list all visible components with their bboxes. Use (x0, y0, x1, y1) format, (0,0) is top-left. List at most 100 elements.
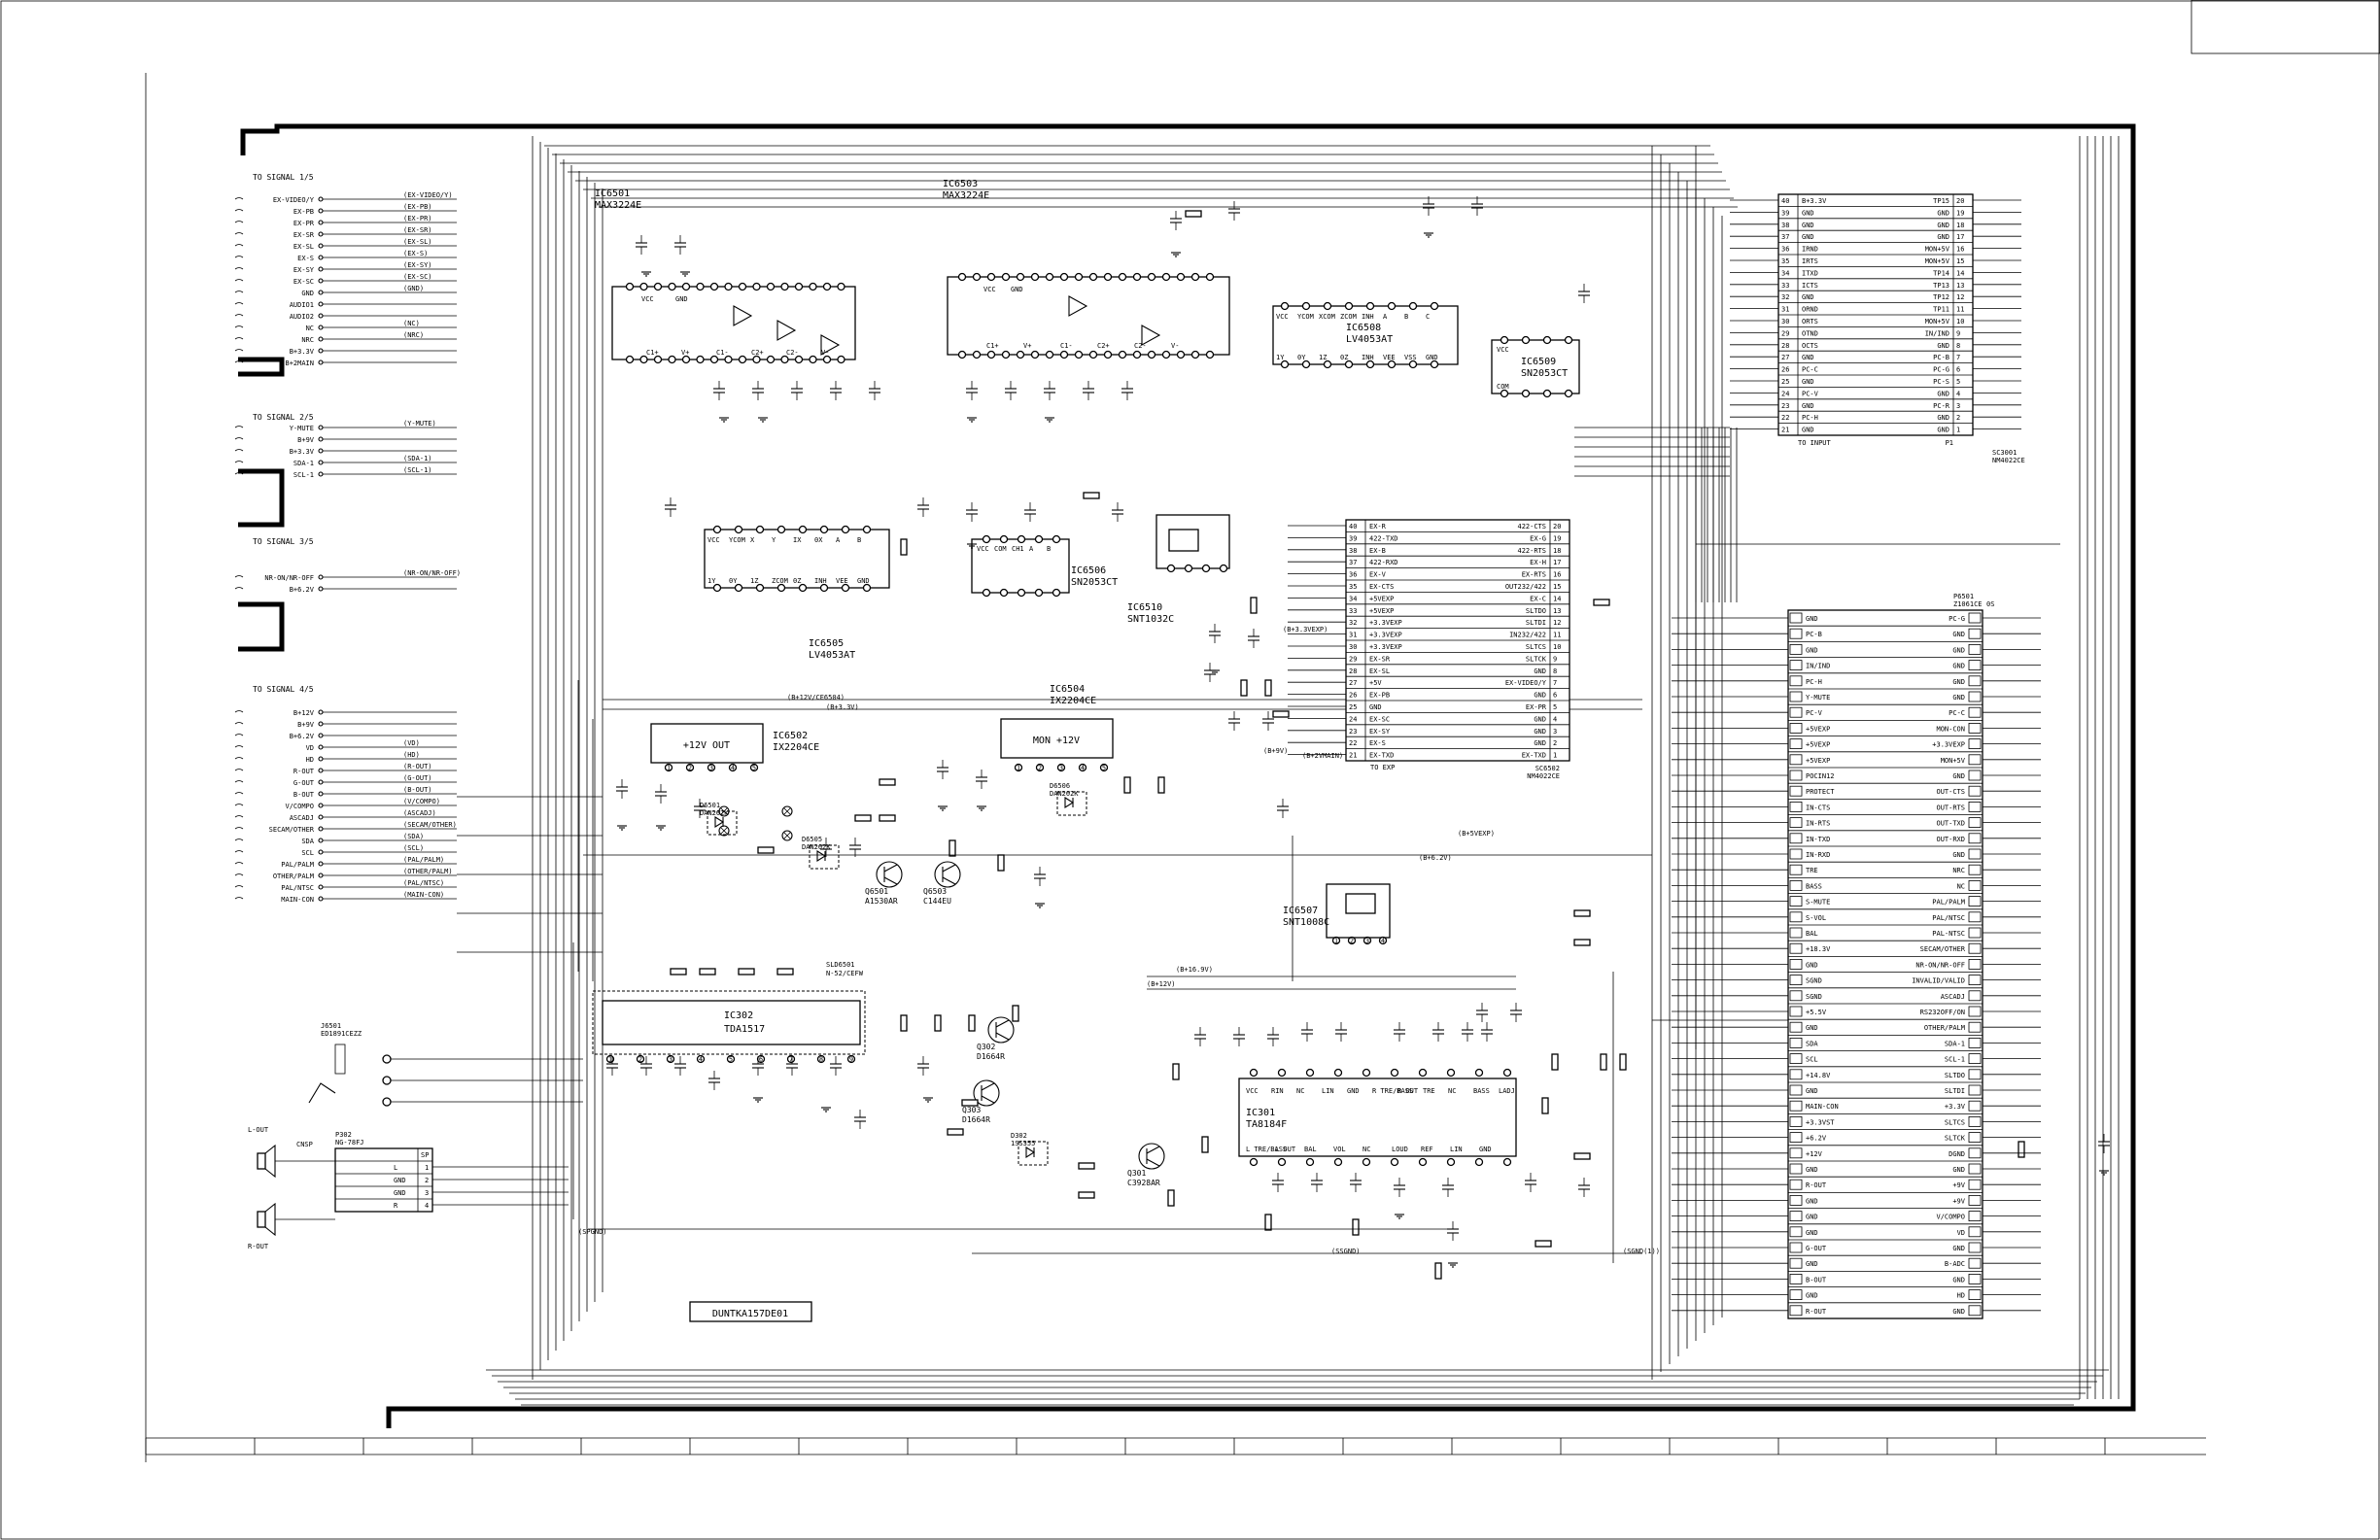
pin-marker (318, 896, 324, 902)
connector-pin-label: SCL (301, 849, 314, 857)
pin-marker (685, 763, 695, 772)
pin-name: R TRE/BASS (1372, 1087, 1413, 1095)
transistor-q303 (973, 1079, 1000, 1107)
pin-marker (318, 744, 324, 750)
pin-cell (1789, 1006, 1803, 1017)
pin-label: OUT-RXD (1936, 836, 1965, 843)
pin-label: GND (1806, 1260, 1818, 1268)
pin-cell (1968, 1100, 1982, 1112)
pin-name: C1- (1060, 342, 1073, 350)
pin-cell (1789, 1179, 1803, 1190)
pin-number: 25 (1781, 378, 1789, 386)
pin-number: 17 (1553, 559, 1561, 566)
connector-pin-label: EX-SY (293, 266, 315, 274)
pin-number: 4 (1553, 715, 1557, 723)
pin-marker (696, 1054, 706, 1064)
connector-pin-label: B+6.2V (290, 733, 315, 740)
pin-marker (1305, 1068, 1315, 1078)
pin-cell (1789, 644, 1803, 655)
pin-number: 4 (731, 765, 735, 772)
pin-label: GND (1534, 739, 1546, 747)
pin-name: A (1029, 545, 1034, 553)
pin-label: PC-H (1802, 414, 1818, 422)
pin-cell (1789, 1069, 1803, 1080)
pin-number: 36 (1781, 246, 1789, 254)
net-label: (SDA) (403, 833, 424, 840)
connector-pin-label: R-OUT (293, 768, 315, 775)
pin-cell (1789, 1226, 1803, 1238)
pin-name: GND (1011, 286, 1023, 293)
ground-symbol (1395, 1214, 1404, 1219)
pin-number: 14 (1956, 269, 1964, 277)
pin-name: COM (1497, 383, 1509, 391)
transistor-ref: Q302 (977, 1043, 995, 1051)
resistor (738, 968, 755, 975)
pin-label: SGND (1806, 977, 1822, 985)
pin-label: +5VEXP (1369, 595, 1394, 602)
connector-contact (234, 360, 244, 363)
capacitor (2098, 1134, 2110, 1153)
jack-terminal (382, 1097, 392, 1107)
pin-cell (1968, 1305, 1982, 1317)
ic-part: SN2053CT (1521, 368, 1568, 379)
pin-number: 30 (1349, 643, 1357, 651)
pin-label: INVALID/VALID (1912, 977, 1965, 985)
pin-marker (1249, 1068, 1259, 1078)
pin-name: C (1426, 313, 1430, 321)
capacitor (1034, 867, 1046, 886)
pin-label: BASS (1806, 882, 1822, 890)
pin-label: EX-TXD (1522, 752, 1546, 760)
capacitor (966, 502, 978, 522)
diode-d302 (1018, 1141, 1049, 1166)
pin-marker (1030, 272, 1040, 282)
pin-label: GND (1952, 1308, 1965, 1316)
capacitor (1228, 711, 1240, 731)
pin-marker (625, 282, 635, 291)
capacitor (791, 381, 803, 400)
pin-marker (1001, 272, 1011, 282)
pin-marker (755, 583, 765, 593)
pin-number: 5 (1553, 703, 1557, 711)
pin-marker (681, 355, 691, 364)
pin-name: RIN (1271, 1087, 1284, 1095)
pin-cell (1968, 644, 1982, 655)
connector-contact (234, 426, 244, 428)
pin-label: TP11 (1933, 306, 1949, 314)
resistor (879, 814, 896, 822)
connector-contact (234, 780, 244, 783)
pin-cell (1789, 1274, 1803, 1284)
pin-label: SGND (1806, 993, 1822, 1001)
pin-marker (982, 534, 991, 544)
pin-label: OUT232/422 (1505, 583, 1546, 591)
net-label: (PAL/NTSC) (403, 879, 444, 887)
pin-number: 12 (1956, 293, 1964, 301)
pin-marker (1074, 272, 1084, 282)
resistor (670, 968, 687, 975)
speaker-label: R-OUT (248, 1243, 269, 1250)
pin-cell (1968, 802, 1982, 812)
resistor (1185, 210, 1202, 218)
pin-number: 20 (1956, 197, 1964, 205)
capacitor (820, 838, 832, 857)
pin-label: GND (1802, 209, 1814, 217)
pin-name: BASS (1473, 1087, 1490, 1095)
pin-label: OUT-CTS (1936, 788, 1965, 796)
pin-label: PC-B (1933, 354, 1949, 361)
capacitor (1121, 381, 1133, 400)
ic-part: SN2053CT (1071, 577, 1118, 588)
pin-number: 11 (1553, 632, 1561, 639)
pin-cell (1968, 706, 1982, 718)
pin-cell (1968, 942, 1982, 954)
pin-marker (318, 586, 324, 592)
pin-number: 1 (1553, 752, 1557, 760)
pin-cell (1968, 975, 1982, 985)
capacitor (1044, 381, 1055, 400)
connector-ref: SC6502 (1535, 765, 1560, 772)
pin-marker (794, 355, 804, 364)
pin-label: HD (1957, 1292, 1965, 1300)
pcb-outline (240, 123, 2136, 1428)
capacitor (917, 497, 929, 517)
pin-label: EX-C (1530, 595, 1546, 602)
pin-name: YCOM (1297, 313, 1314, 321)
pin-label: B+3.3V (1802, 197, 1827, 205)
